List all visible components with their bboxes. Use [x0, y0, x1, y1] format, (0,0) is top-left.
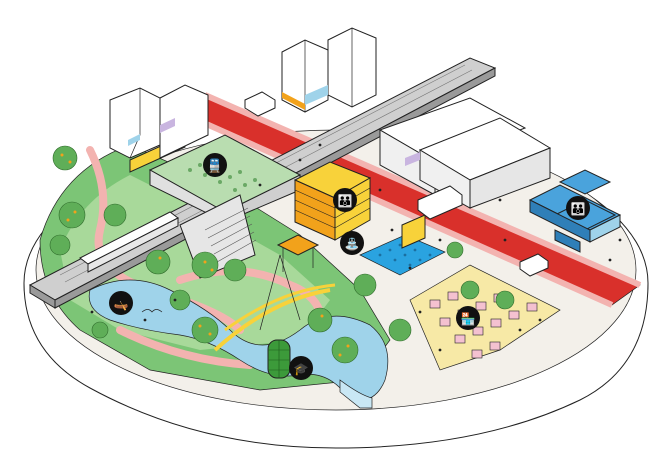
footbridge [213, 254, 336, 352]
bus [417, 185, 463, 220]
green-sculpture [267, 339, 291, 379]
van [244, 91, 276, 117]
plaza-pattern [378, 243, 432, 267]
station-building [148, 134, 302, 279]
trees [49, 145, 515, 364]
train [79, 211, 179, 273]
vehicles [244, 91, 549, 277]
community-icon-badge-2: 👪 [566, 196, 590, 220]
river [88, 279, 389, 409]
fountain-plaza [359, 214, 446, 276]
education-icon-badge: 🎓 [289, 356, 313, 380]
education-icon: 🎓 [294, 362, 309, 376]
car [519, 253, 549, 277]
bird [141, 309, 163, 313]
stairs [204, 207, 257, 263]
kayak-icon: 🛶 [114, 297, 129, 311]
market-icon: 🏪 [461, 312, 476, 326]
market-icon-badge: 🏪 [456, 306, 480, 330]
train-icon-badge: 🚆 [203, 153, 227, 177]
people [90, 143, 622, 352]
fountain-icon: ⛲ [345, 237, 360, 251]
train-icon: 🚆 [207, 158, 223, 173]
towers-top-center [281, 27, 377, 113]
community-icon-2: 👪 [571, 202, 586, 216]
kayak-icon-badge: 🛶 [109, 291, 133, 315]
towers-top-left [109, 84, 209, 159]
plaza-screen [401, 214, 426, 249]
warehouse-buildings [378, 97, 552, 209]
community-icon-badge: 👪 [333, 188, 357, 212]
tree-fruit [60, 153, 350, 357]
fountain-icon-badge: ⛲ [340, 231, 364, 255]
pavilion [276, 234, 320, 272]
community-icon: 👪 [338, 194, 353, 208]
